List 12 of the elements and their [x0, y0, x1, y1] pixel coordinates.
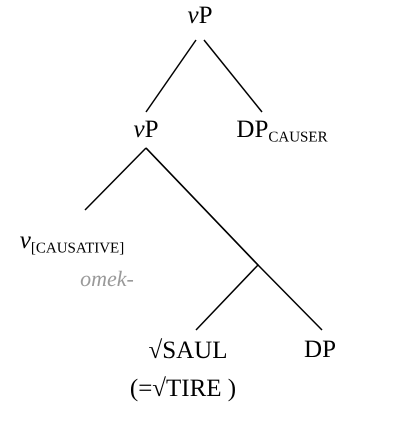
- morpheme-label: omek-: [80, 264, 134, 292]
- node-label: DP: [304, 336, 336, 364]
- tree-branch: [203, 40, 263, 112]
- node-label: vP: [188, 2, 212, 30]
- tree-branch: [145, 40, 197, 112]
- tree-branch: [145, 147, 323, 331]
- node-label: v$_{[CAUSATIVE]}$: [18, 226, 126, 258]
- node-label: vP: [134, 116, 158, 144]
- node-label: (=√TIRE ): [130, 374, 236, 404]
- tree-branch: [84, 147, 147, 211]
- node-label: √SAUL: [148, 336, 228, 366]
- node-label: DP$_{CAUSER}$: [236, 116, 328, 146]
